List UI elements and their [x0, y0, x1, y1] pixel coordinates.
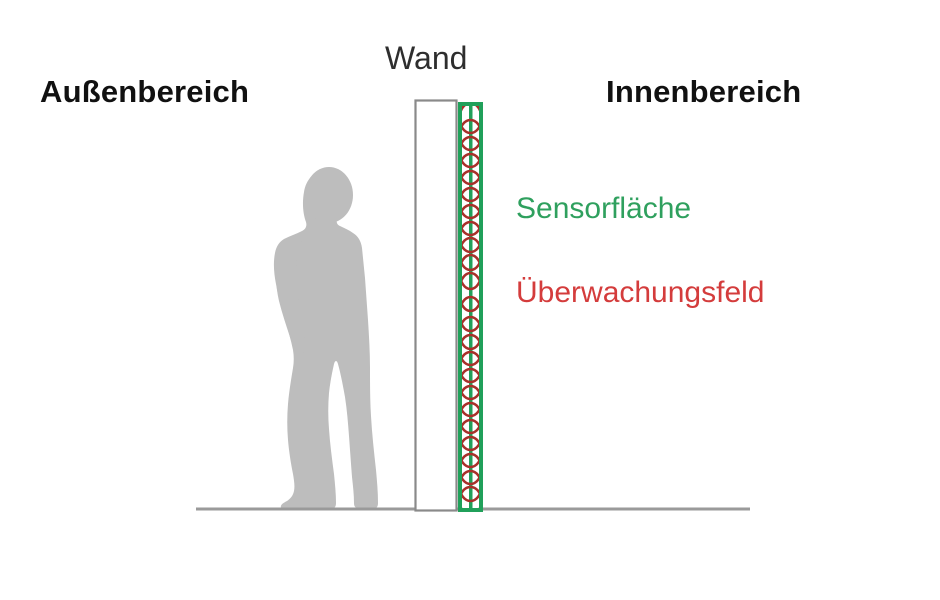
label-sensor-surface: Sensorfläche — [516, 192, 692, 225]
person-silhouette — [273, 167, 378, 508]
wall-rectangle — [414, 99, 458, 512]
label-outdoor-area: Außenbereich — [40, 74, 250, 109]
label-monitoring-field: Überwachungsfeld — [516, 276, 765, 309]
label-indoor-area: Innenbereich — [606, 74, 802, 109]
monitoring-field-arcs — [462, 106, 479, 508]
label-wall: Wand — [385, 40, 468, 76]
